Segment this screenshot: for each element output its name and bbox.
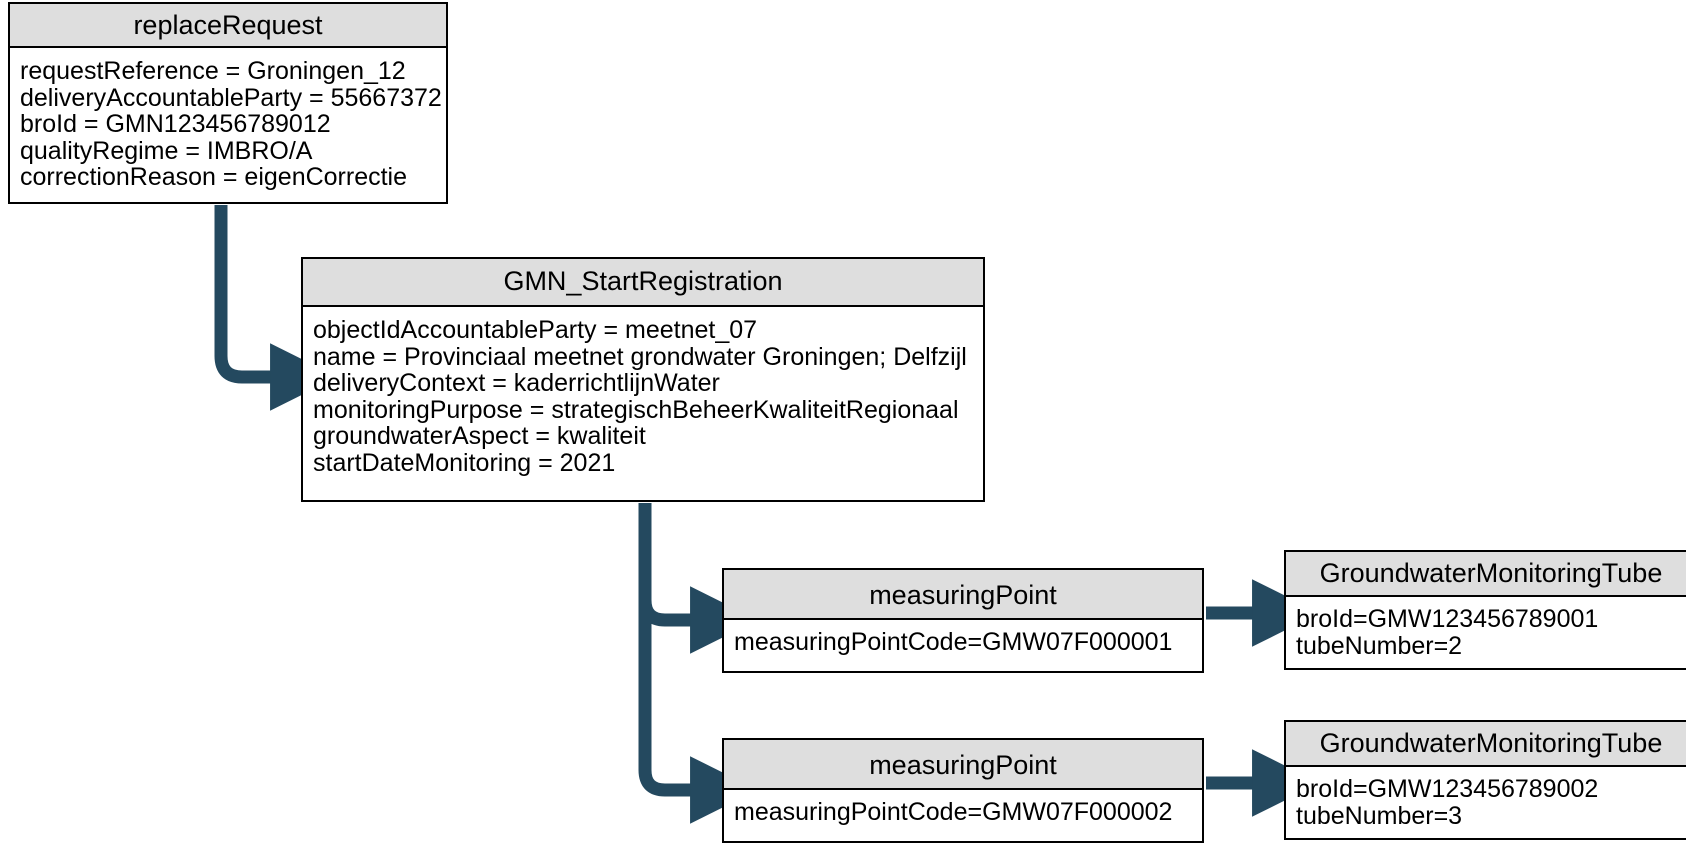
node-replace-request[interactable]: replaceRequest requestReference = Gronin… bbox=[8, 2, 448, 204]
node-gmn-start-registration[interactable]: GMN_StartRegistration objectIdAccountabl… bbox=[301, 257, 985, 502]
node-attributes: broId=GMW123456789001 tubeNumber=2 bbox=[1286, 597, 1686, 665]
node-attributes: broId=GMW123456789002 tubeNumber=3 bbox=[1286, 767, 1686, 835]
node-attributes: measuringPointCode=GMW07F000001 bbox=[724, 620, 1202, 662]
attribute-start-date-monitoring: startDateMonitoring = 2021 bbox=[313, 448, 616, 477]
node-attributes: measuringPointCode=GMW07F000002 bbox=[724, 790, 1202, 832]
connector-replace-request-to-gmn bbox=[214, 205, 338, 411]
node-attributes: objectIdAccountableParty = meetnet_07 na… bbox=[303, 307, 983, 482]
node-title: measuringPoint bbox=[724, 570, 1202, 620]
attribute-object-id-accountable-party: objectIdAccountableParty = meetnet_07 bbox=[313, 316, 758, 344]
attribute-correction-reason: correctionReason = eigenCorrectie bbox=[20, 163, 408, 191]
connector-gmn-to-measuring-point-1 bbox=[638, 503, 758, 654]
node-title: GroundwaterMonitoringTube bbox=[1286, 552, 1686, 597]
attribute-measuring-point-code: measuringPointCode=GMW07F000002 bbox=[734, 798, 1173, 826]
attribute-quality-regime: qualityRegime = IMBRO/A bbox=[20, 136, 313, 165]
attribute-delivery-context: deliveryContext = kaderrichtlijnWater bbox=[313, 369, 720, 397]
connector-gmn-to-measuring-point-2 bbox=[638, 503, 758, 824]
node-measuring-point-1[interactable]: measuringPoint measuringPointCode=GMW07F… bbox=[722, 568, 1204, 673]
node-title: measuringPoint bbox=[724, 740, 1202, 790]
node-title: GMN_StartRegistration bbox=[303, 259, 983, 307]
attribute-groundwater-aspect: groundwaterAspect = kwaliteit bbox=[313, 422, 646, 450]
attribute-monitoring-purpose: monitoringPurpose = strategischBeheerKwa… bbox=[313, 395, 959, 424]
node-title: GroundwaterMonitoringTube bbox=[1286, 722, 1686, 767]
attribute-tube-number: tubeNumber=3 bbox=[1296, 801, 1463, 830]
node-groundwater-monitoring-tube-2[interactable]: GroundwaterMonitoringTube broId=GMW12345… bbox=[1284, 720, 1686, 840]
attribute-name: name = Provinciaal meetnet grondwater Gr… bbox=[313, 342, 967, 371]
node-attributes: requestReference = Groningen_12 delivery… bbox=[10, 48, 446, 197]
attribute-tube-number: tubeNumber=2 bbox=[1296, 631, 1463, 660]
attribute-measuring-point-code: measuringPointCode=GMW07F000001 bbox=[734, 628, 1173, 656]
node-groundwater-monitoring-tube-1[interactable]: GroundwaterMonitoringTube broId=GMW12345… bbox=[1284, 550, 1686, 670]
node-measuring-point-2[interactable]: measuringPoint measuringPointCode=GMW07F… bbox=[722, 738, 1204, 843]
attribute-bro-id: broId = GMN123456789012 bbox=[20, 110, 331, 138]
attribute-bro-id: broId=GMW123456789002 bbox=[1296, 775, 1599, 803]
attribute-bro-id: broId=GMW123456789001 bbox=[1296, 605, 1599, 633]
attribute-delivery-accountable-party: deliveryAccountableParty = 55667372 bbox=[20, 83, 442, 112]
attribute-request-reference: requestReference = Groningen_12 bbox=[20, 57, 406, 85]
node-title: replaceRequest bbox=[10, 4, 446, 48]
